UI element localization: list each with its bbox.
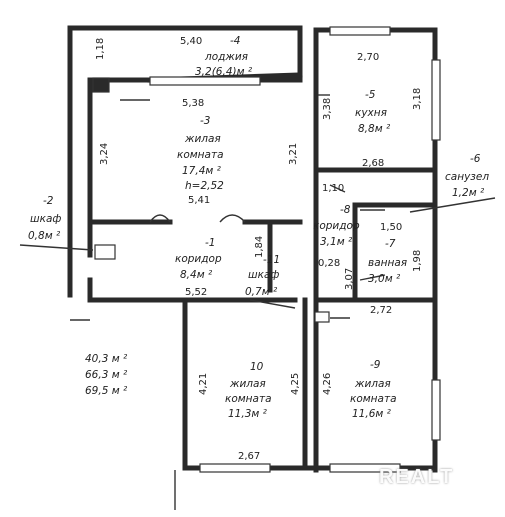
bath7-dim-bottom: 2,72 — [370, 305, 392, 316]
room-closet-11: -11 шкаф 0,7м ² — [245, 254, 280, 298]
bath7-name: ванная — [368, 257, 407, 269]
kitchen-dim-bottom: 2,68 — [362, 158, 384, 169]
bathroom6-dim-right: 1,50 — [380, 222, 402, 233]
closet11-area: 0,7м ² — [245, 286, 278, 298]
kitchen-dim-left: 3,38 — [322, 98, 333, 120]
bathroom6-dim-left: 1,10 — [322, 183, 344, 194]
living3-number: -3 — [200, 115, 210, 127]
living9-name2: комната — [350, 393, 397, 405]
bathroom6-number: -6 — [470, 153, 481, 165]
corridor1-area: 8,4м ² — [180, 269, 213, 281]
loggia-number: -4 — [230, 35, 240, 47]
room-loggia: 5,40 -4 лоджия 3,2(6,4)м ² 1,18 — [95, 35, 253, 78]
bathroom6-area: 1,2м ² — [452, 187, 485, 199]
corridor8-number: -8 — [340, 204, 351, 216]
living10-name1: жилая — [229, 378, 266, 390]
kitchen-name: кухня — [355, 107, 387, 119]
living10-dim-right: 4,25 — [290, 373, 301, 395]
living10-dim-left: 4,21 — [198, 373, 209, 395]
kitchen-area: 8,8м ² — [358, 123, 391, 135]
living10-name2: комната — [225, 393, 272, 405]
loggia-name: лоджия — [204, 51, 248, 63]
living10-area: 11,3м ² — [228, 408, 268, 420]
closet11-name: шкаф — [248, 269, 279, 281]
living10-dim-bottom: 2,67 — [238, 451, 260, 462]
loggia-dim-top: 5,40 — [180, 36, 202, 47]
living3-height: h=2,52 — [185, 180, 224, 192]
corridor8-name: коридор — [313, 220, 360, 232]
loggia-dim-left: 1,18 — [95, 38, 106, 60]
total-living-area: 40,3 м ² — [85, 353, 128, 365]
room-living-10: 10 жилая комната 11,3м ² 4,21 4,25 2,67 — [198, 361, 301, 462]
room-corridor-8: -8 коридор 3,1м ² 0,28 — [313, 204, 360, 269]
windows — [92, 26, 441, 473]
closet11-number: -11 — [263, 254, 280, 266]
living3-dim-right: 3,21 — [288, 143, 299, 165]
living3-dim-top: 5,38 — [182, 98, 204, 109]
living9-number: -9 — [370, 359, 381, 371]
bath7-dim-left: 3,07 — [344, 268, 355, 290]
corridor1-number: -1 — [205, 237, 215, 249]
bathroom6-name: санузел — [445, 171, 489, 183]
bath7-area: 3,0м ² — [368, 273, 401, 285]
kitchen-dim-top: 2,70 — [357, 52, 379, 63]
room-living-9: -9 жилая комната 11,6м ² 4,26 — [322, 359, 397, 420]
living9-dim-left: 4,26 — [322, 373, 333, 395]
bath7-dim-right: 1,98 — [412, 250, 423, 272]
door-swings — [19, 94, 496, 510]
corridor1-name: коридор — [175, 253, 222, 265]
area-totals: 40,3 м ² 66,3 м ² 69,5 м ² — [85, 353, 128, 397]
living3-name2: комната — [177, 149, 224, 161]
walls — [67, 25, 438, 473]
closet2-area: 0,8м ² — [28, 230, 61, 242]
kitchen-number: -5 — [365, 89, 376, 101]
room-bath-7: -7 ванная 3,0м ² 3,07 1,98 2,72 — [344, 238, 423, 316]
closet2-number: -2 — [43, 195, 54, 207]
living3-dim-bottom: 5,41 — [188, 195, 210, 206]
room-kitchen: 2,70 -5 кухня 8,8м ² 3,38 3,18 2,68 — [322, 52, 423, 169]
living9-area: 11,6м ² — [352, 408, 392, 420]
corridor1-dim-left: 1,84 — [254, 236, 265, 258]
loggia-area: 3,2(6,4)м ² — [195, 66, 253, 78]
room-bathroom-6: -6 санузел 1,2м ² 1,10 1,50 — [322, 153, 489, 233]
living3-name1: жилая — [184, 133, 221, 145]
corridor1-dim-bottom: 5,52 — [185, 287, 207, 298]
realt-watermark: REALT — [379, 466, 455, 488]
closet2-name: шкаф — [30, 213, 61, 225]
kitchen-dim-right: 3,18 — [412, 88, 423, 110]
corridor8-dim-right: 0,28 — [318, 258, 340, 269]
living9-name1: жилая — [354, 378, 391, 390]
room-closet-2: -2 шкаф 0,8м ² — [28, 195, 61, 242]
living3-area: 17,4м ² — [182, 165, 222, 177]
room-corridor-1: -1 коридор 8,4м ² 1,84 5,52 — [175, 236, 265, 298]
total-area: 66,3 м ² — [85, 369, 128, 381]
bath7-number: -7 — [385, 238, 396, 250]
living3-dim-left: 3,24 — [99, 143, 110, 165]
living10-number: 10 — [250, 361, 264, 373]
room-living-3: 5,38 -3 жилая комната 17,4м ² h=2,52 3,2… — [99, 98, 299, 206]
total-area-with-loggia: 69,5 м ² — [85, 385, 128, 397]
corridor8-area: 3,1м ² — [320, 236, 353, 248]
